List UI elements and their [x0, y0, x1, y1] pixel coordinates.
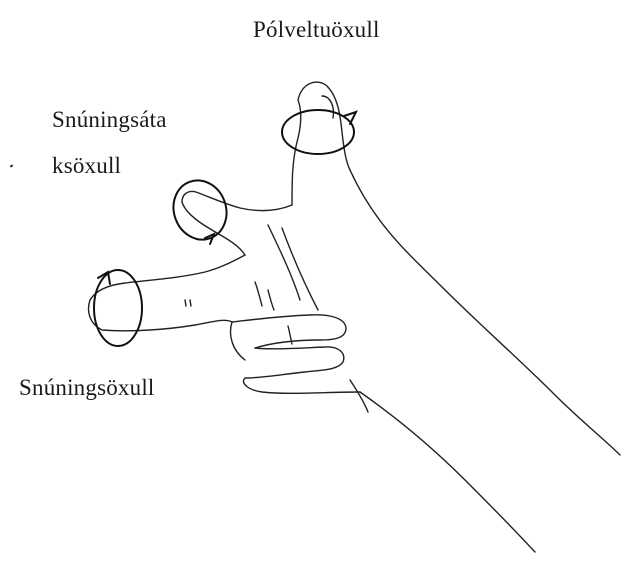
- finger-joint-mark: [185, 300, 191, 306]
- middle-axis-label-line1: Snúningsáta: [52, 108, 167, 131]
- top-axis-label: Pólveltuöxull: [253, 18, 380, 41]
- index-rotation-ring: [165, 173, 234, 247]
- palm-crease-4: [268, 290, 274, 310]
- forearm-upper-edge: [350, 170, 620, 455]
- index-finger-upper: [182, 191, 292, 210]
- middle-axis-label-line2: ksöxull: [52, 154, 121, 177]
- middle-rotation-ring: [94, 270, 142, 346]
- palm-crease-3: [255, 282, 262, 306]
- index-finger-lower: [182, 202, 245, 255]
- palm-base: [231, 322, 245, 360]
- thumb-nail: [322, 96, 333, 118]
- middle-finger-lower: [89, 300, 233, 331]
- thumb-outline: [292, 82, 350, 205]
- bottom-axis-label: Snúningsöxull: [19, 376, 155, 399]
- forearm-lower-edge: [360, 392, 535, 552]
- little-finger: [244, 347, 360, 393]
- middle-finger-upper: [90, 255, 245, 300]
